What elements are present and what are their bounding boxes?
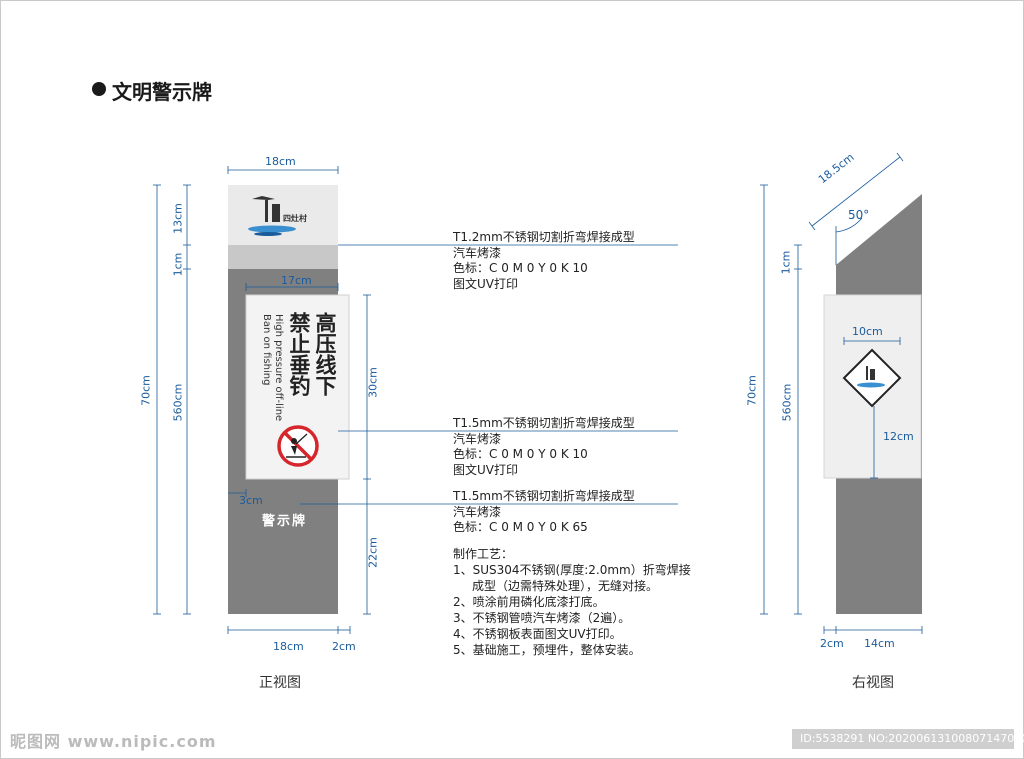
note1-line2: 汽车烤漆 [453, 245, 502, 260]
note-post: T1.5mm不锈钢切割折弯焊接成型 汽车烤漆 色标：C 0 M 0 Y 0 K … [453, 489, 635, 536]
note-sign-panel: T1.5mm不锈钢切割折弯焊接成型 汽车烤漆 色标：C 0 M 0 Y 0 K … [453, 416, 635, 478]
process-step3: 3、不锈钢管喷汽车烤漆（2遍）。 [453, 611, 631, 625]
note2-line3: 色标：C 0 M 0 Y 0 K 10 [453, 447, 588, 461]
base-warning-label: 警示牌 [262, 514, 308, 529]
dim-base-height: 22cm [366, 537, 380, 568]
dim-offset: 3cm [239, 494, 263, 507]
watermark-right: ID:5538291 NO:20200613100807147030 [792, 729, 1024, 749]
dim-panel-width: 17cm [281, 274, 312, 287]
side-dim-total-height: 70cm [745, 375, 759, 406]
side-dim-left-gap: 2cm [820, 637, 844, 650]
side-view-label: 右视图 [852, 675, 894, 691]
watermark-left: 昵图网 www.nipic.com [10, 732, 217, 751]
side-dim-body-height: 560cm [780, 383, 794, 422]
dim-total-height: 70cm [139, 375, 153, 406]
side-dim-bottom-width: 14cm [864, 637, 895, 650]
process-heading: 制作工艺： [453, 547, 514, 561]
front-head-plate [228, 185, 338, 245]
sign-text-en2: Ban on fishing [261, 314, 272, 386]
process-step1b: 成型（边需特殊处理），无缝对接。 [472, 579, 659, 593]
side-logo-icon [842, 348, 902, 408]
side-dim-logo-width: 10cm [852, 325, 883, 338]
front-view-label: 正视图 [259, 675, 301, 691]
note1-line4: 图文UV打印 [453, 276, 518, 291]
dim-gap-height: 1cm [171, 252, 185, 277]
dim-side-gap: 2cm [332, 640, 356, 653]
note2-line1: T1.5mm不锈钢切割折弯焊接成型 [453, 416, 635, 430]
note-head-plate: T1.2mm不锈钢切割折弯焊接成型 汽车烤漆 色标：C 0 M 0 Y 0 K … [453, 230, 635, 292]
side-dim-logo-offset: 12cm [883, 430, 914, 443]
dim-body-height: 560cm [171, 383, 185, 422]
page-title: 文明警示牌 [112, 80, 212, 104]
no-fishing-icon [277, 425, 319, 467]
dim-bottom-width: 18cm [273, 640, 304, 653]
note3-line3: 色标：C 0 M 0 Y 0 K 65 [453, 520, 588, 534]
process-step2: 2、喷涂前用磷化底漆打底。 [453, 595, 605, 609]
process-step1a: 1、SUS304不锈钢(厚度:2.0mm）折弯焊接 [453, 563, 691, 577]
front-neck [228, 245, 338, 269]
process-step5: 5、基础施工，预埋件，整体安装。 [453, 643, 641, 657]
note2-line2: 汽车烤漆 [453, 431, 502, 446]
side-dim-gap-height: 1cm [779, 250, 793, 275]
process-step4: 4、不锈钢板表面图文UV打印。 [453, 627, 622, 641]
note3-line1: T1.5mm不锈钢切割折弯焊接成型 [453, 489, 635, 503]
dim-panel-height: 30cm [366, 367, 380, 398]
sign-text-col2: 禁止垂钓 [287, 312, 311, 396]
sign-text-col1: 高压线下 [313, 312, 337, 396]
dim-head-height: 13cm [171, 203, 185, 234]
dim-angle: 50° [848, 208, 870, 222]
process-notes: 制作工艺： 1、SUS304不锈钢(厚度:2.0mm）折弯焊接 成型（边需特殊处… [453, 546, 691, 658]
sign-text-en1: High pressure off-line [273, 314, 284, 422]
front-logo-icon [248, 196, 296, 236]
note1-line3: 色标：C 0 M 0 Y 0 K 10 [453, 261, 588, 275]
note1-line1: T1.2mm不锈钢切割折弯焊接成型 [453, 230, 635, 244]
dim-top-width: 18cm [265, 155, 296, 168]
note3-line2: 汽车烤漆 [453, 504, 502, 519]
front-logo-text: 四灶村 [283, 214, 307, 223]
title-bullet-icon [92, 82, 106, 96]
note2-line4: 图文UV打印 [453, 462, 518, 477]
